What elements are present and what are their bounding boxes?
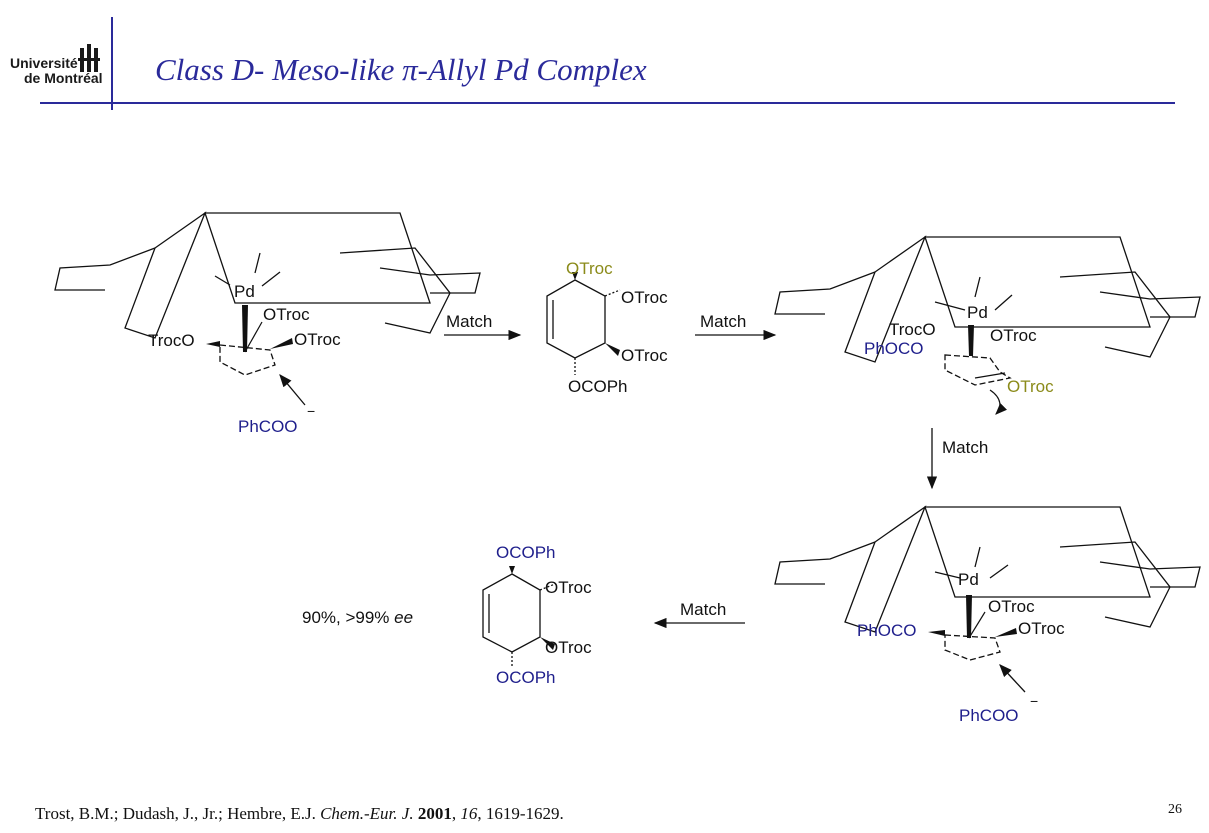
match-label-1: Match [446, 312, 492, 331]
otroc-right-label-3: OTroc [1018, 619, 1065, 638]
charge-label-3: − [1030, 693, 1038, 709]
complex-1: Pd TrocO OTroc OTroc PhCOO − [54, 212, 481, 436]
yield-label: 90%, >99% ee [302, 608, 413, 627]
nucleophile-label-1: PhCOO [238, 417, 298, 436]
page-title: Class D- Meso-like π-Allyl Pd Complex [155, 52, 647, 87]
otroc-label-2: OTroc [990, 326, 1037, 345]
match-arrow-2: Match [695, 312, 777, 341]
header-rules [40, 17, 1175, 110]
intermediate-upper-right-label: OTroc [621, 288, 668, 307]
troco-label-2: TrocO [889, 320, 936, 339]
phoco-label-2: PhOCO [864, 339, 924, 358]
charge-label-1: − [307, 403, 315, 419]
phoco-label-3: PhOCO [857, 621, 917, 640]
match-arrow-3: Match [926, 428, 988, 490]
page-number: 26 [1168, 802, 1182, 817]
match-arrow-4: Match [653, 600, 745, 629]
product-top-label: OCOPh [496, 543, 556, 562]
nucleophile-label-3: PhCOO [959, 706, 1019, 725]
product-lower-right-label: OTroc [545, 638, 592, 657]
logo-line2: de Montréal [24, 70, 103, 86]
complex-3: Pd PhOCO OTroc OTroc PhCOO − [774, 506, 1201, 725]
match-label-4: Match [680, 600, 726, 619]
otroc-top-label-3: OTroc [988, 597, 1035, 616]
complex-2: Pd TrocO PhOCO OTroc OTroc [774, 236, 1201, 415]
product-bottom-label: OCOPh [496, 668, 556, 687]
product-upper-right-label: OTroc [545, 578, 592, 597]
citation: Trost, B.M.; Dudash, J., Jr.; Hembre, E.… [35, 804, 564, 823]
leaving-otroc-label-2: OTroc [1007, 377, 1054, 396]
troco-label-1: TrocO [148, 331, 195, 350]
otroc-top-label-1: OTroc [263, 305, 310, 324]
intermediate-top-label: OTroc [566, 259, 613, 278]
product-cyclohexene: OCOPh OTroc OTroc OCOPh 90%, >99% ee [302, 543, 592, 687]
logo-line1: Université [10, 55, 78, 71]
match-arrow-1: Match [444, 312, 522, 341]
logo-emblem-icon [78, 44, 100, 72]
pd-label-3: Pd [958, 570, 979, 589]
match-label-2: Match [700, 312, 746, 331]
intermediate-lower-right-label: OTroc [621, 346, 668, 365]
intermediate-bottom-label: OCOPh [568, 377, 628, 396]
pd-label-1: Pd [234, 282, 255, 301]
pd-label-2: Pd [967, 303, 988, 322]
match-label-3: Match [942, 438, 988, 457]
otroc-right-label-1: OTroc [294, 330, 341, 349]
intermediate-cyclohexene: OTroc OTroc OTroc OCOPh [546, 259, 668, 396]
